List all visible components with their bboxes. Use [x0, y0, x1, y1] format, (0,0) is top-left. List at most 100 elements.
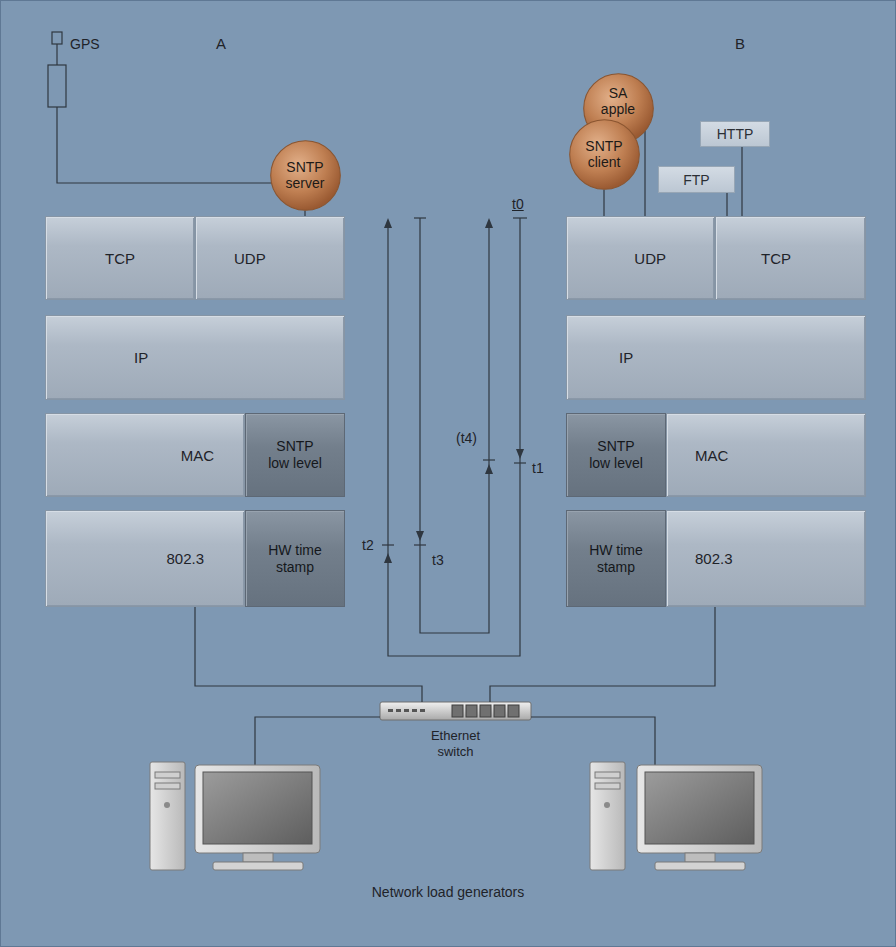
- node-text: TCP: [105, 250, 135, 267]
- gps-receiver: [48, 65, 66, 107]
- text-holder: 802.3: [695, 550, 733, 567]
- node-text: IP: [619, 349, 633, 366]
- protocol-layer-box: UDP: [566, 216, 715, 300]
- text-holder: SNTP server: [279, 159, 331, 191]
- screen: [645, 772, 754, 844]
- drive-slot: [155, 783, 180, 789]
- screen: [203, 772, 312, 844]
- switch-port: [508, 705, 519, 717]
- arrowhead: [485, 218, 493, 228]
- text-holder: SNTP client: [578, 138, 630, 170]
- time-label: (t4): [456, 430, 477, 446]
- arrowhead: [384, 218, 392, 228]
- time-label: t1: [532, 460, 544, 476]
- text-holder: IP: [134, 349, 148, 366]
- gps-wire: [56, 44, 57, 65]
- connector-line: [741, 147, 742, 216]
- text-holder: MAC: [695, 447, 728, 464]
- drive-slot: [595, 783, 620, 789]
- node-text: MAC: [181, 447, 214, 464]
- time-tick: [382, 544, 394, 545]
- drive-slot: [155, 772, 180, 778]
- timestamp-layer-box: HW time stamp: [245, 510, 345, 607]
- power-button: [164, 802, 170, 808]
- monitor: [637, 765, 762, 853]
- monitor: [195, 765, 320, 853]
- application-box: FTP: [658, 166, 735, 193]
- node-text: UDP: [634, 250, 666, 267]
- node-text: 802.3: [695, 550, 733, 567]
- text-holder: Ethernet switch: [426, 728, 486, 759]
- arrowhead: [485, 464, 493, 474]
- text-holder: HW time stamp: [265, 542, 325, 576]
- switch-led: [388, 709, 393, 712]
- switch-port: [480, 705, 491, 717]
- connector-line: [195, 607, 422, 702]
- protocol-layer-box: UDP: [195, 216, 345, 300]
- text-holder: TCP: [761, 250, 791, 267]
- caption-label: Network load generators: [0, 884, 896, 900]
- text-holder: SNTP low level: [265, 438, 325, 472]
- pc-tower: [150, 762, 185, 870]
- time-tick: [483, 459, 495, 460]
- timing-arrowheads: [384, 218, 524, 563]
- application-box: HTTP: [700, 121, 770, 147]
- monitor-stand: [685, 853, 715, 862]
- stack-label: B: [735, 36, 745, 52]
- connector-line: [726, 193, 727, 216]
- protocol-layer-box: IP: [566, 315, 866, 400]
- time-tick: [513, 217, 527, 218]
- time-label: t3: [432, 552, 444, 568]
- circle-shape: [270, 140, 340, 210]
- connector-line: [490, 607, 715, 702]
- time-tick: [514, 462, 526, 463]
- time-label: t2: [362, 537, 374, 553]
- drive-slot: [595, 772, 620, 778]
- text-holder: SA apple: [592, 85, 644, 117]
- timestamp-layer-box: HW time stamp: [566, 510, 666, 607]
- keyboard: [655, 862, 745, 870]
- switch-port: [452, 705, 463, 717]
- protocol-layer-box: TCP: [715, 216, 866, 300]
- text-holder: SNTP low level: [586, 438, 646, 472]
- text-holder: TCP: [105, 250, 135, 267]
- switch-led: [396, 709, 401, 712]
- node-text: UDP: [234, 250, 266, 267]
- arrowhead: [416, 531, 424, 541]
- time-label: t0: [512, 196, 524, 212]
- computer-icon: [590, 762, 762, 870]
- connector-line: [603, 190, 604, 217]
- text-holder: UDP: [634, 250, 666, 267]
- arrowhead: [516, 449, 524, 459]
- text-holder: FTP: [683, 172, 709, 188]
- network-cable: [531, 717, 655, 765]
- text-holder: HTTP: [717, 126, 754, 142]
- switch-led: [404, 709, 409, 712]
- circle-shape: [569, 119, 639, 189]
- stack-label: A: [216, 36, 226, 52]
- switch-led: [412, 709, 417, 712]
- node-text: SA apple: [592, 85, 644, 117]
- node-text: HW time stamp: [586, 542, 646, 576]
- node-text: SNTP server: [279, 159, 331, 191]
- monitor-stand: [243, 853, 273, 862]
- computer-icon: [150, 762, 320, 870]
- protocol-layer-box: MAC: [666, 413, 866, 497]
- node-text: HTTP: [717, 126, 754, 142]
- timing-path: [388, 218, 520, 656]
- time-tick: [414, 217, 426, 218]
- gps-antenna: [52, 32, 62, 44]
- gps-wire: [57, 107, 271, 183]
- network-cable: [255, 717, 380, 765]
- timing-path: [382, 218, 527, 656]
- timing-path: [420, 218, 489, 633]
- switch-symbol: [380, 702, 531, 720]
- power-button: [604, 802, 610, 808]
- application-circle: SNTP client: [569, 119, 640, 190]
- switch-port: [494, 705, 505, 717]
- connector-line: [644, 131, 645, 216]
- time-tick: [414, 544, 426, 545]
- protocol-layer-box: 802.3: [666, 510, 866, 607]
